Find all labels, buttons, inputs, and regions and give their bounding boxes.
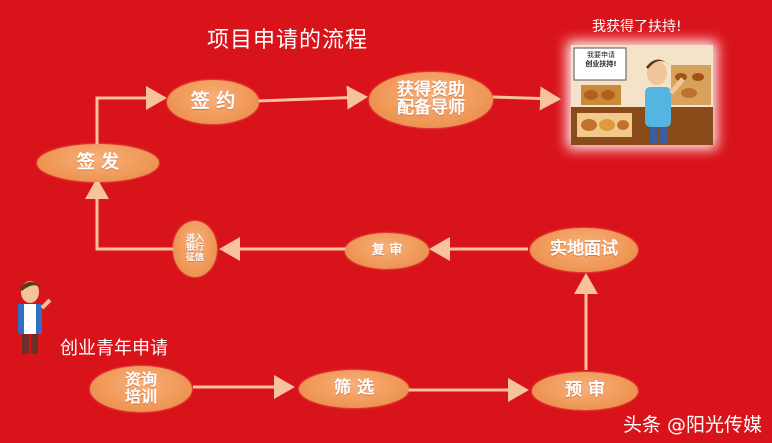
node-yushen: 预 审 bbox=[532, 372, 638, 410]
node-qianfa-label: 签 发 bbox=[76, 151, 120, 173]
node-yushen-label: 预 审 bbox=[565, 380, 605, 401]
arrow-qianyue-to-huode bbox=[256, 85, 368, 110]
node-shidi-label: 实地面试 bbox=[550, 239, 618, 260]
node-shaixuan: 筛 选 bbox=[299, 370, 409, 408]
bakery-scene-icon bbox=[571, 45, 713, 145]
node-zixun-line1: 资询 bbox=[124, 370, 157, 390]
node-qianfa: 签 发 bbox=[37, 144, 159, 182]
node-huode-line2: 配备导师 bbox=[397, 98, 465, 118]
bakery-illustration: 我要申请 创业扶持! bbox=[571, 45, 713, 145]
shop-sign: 我要申请 创业扶持! bbox=[576, 51, 626, 69]
node-zixun-line2: 培训 bbox=[124, 387, 157, 406]
node-jinru-line2: 银行 bbox=[185, 243, 204, 254]
page-title: 项目申请的流程 bbox=[207, 28, 369, 53]
caption-got-support: 我获得了扶持! bbox=[592, 19, 682, 35]
node-qianyue-label: 签 约 bbox=[190, 90, 236, 113]
shop-sign-line2: 创业扶持! bbox=[585, 59, 617, 68]
arrow-qianfa-to-qianyue bbox=[95, 86, 167, 144]
arrow-huode-to-shop bbox=[492, 86, 561, 111]
node-fushen: 复 审 bbox=[345, 233, 429, 269]
node-qianyue: 签 约 bbox=[167, 80, 259, 124]
node-jinru: 进入 银行 征信 bbox=[173, 221, 217, 277]
node-jinru-line3: 征信 bbox=[185, 252, 204, 263]
node-jinru-line1: 进入 bbox=[185, 233, 204, 244]
node-zixun: 资询 培训 bbox=[90, 366, 192, 412]
watermark-text: 头条 @阳光传媒 bbox=[622, 414, 762, 436]
arrow-jinru-to-qianfa bbox=[85, 178, 173, 251]
shop-sign-line1: 我要申请 bbox=[587, 51, 615, 59]
caption-applicant: 创业青年申请 bbox=[60, 338, 168, 359]
applicant-figure-icon bbox=[18, 281, 52, 354]
node-huode: 获得资助 配备导师 bbox=[369, 72, 493, 128]
node-shaixuan-label: 筛 选 bbox=[334, 378, 374, 399]
node-shidi: 实地面试 bbox=[530, 228, 638, 272]
node-fushen-label: 复 审 bbox=[371, 243, 403, 259]
node-huode-line1: 获得资助 bbox=[397, 80, 465, 101]
